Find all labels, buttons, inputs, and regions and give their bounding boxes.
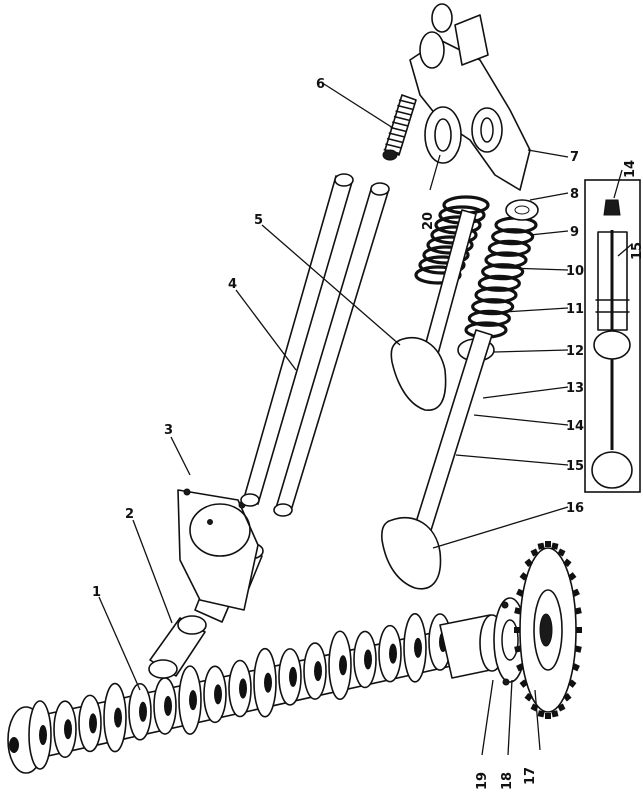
label-19: 19: [475, 772, 490, 790]
valves: [381, 209, 493, 590]
rocker-arms: [409, 3, 531, 191]
label-18: 18: [500, 772, 515, 790]
inset-label-15: 15: [630, 242, 643, 260]
leader-lines: [98, 83, 633, 756]
label-1: 1: [92, 585, 101, 600]
inset-label-14: 14: [623, 160, 638, 178]
label-2: 2: [125, 507, 134, 522]
label-15: 15: [566, 459, 584, 474]
label-16: 16: [566, 501, 584, 516]
label-14: 14: [566, 419, 584, 434]
label-5: 5: [254, 213, 263, 228]
timing-gear: [513, 540, 582, 720]
thrust-flange: [493, 597, 527, 686]
label-13: 13: [566, 381, 584, 396]
valve-inset: [584, 179, 641, 493]
label-20: 20: [421, 212, 436, 230]
label-10: 10: [566, 264, 584, 279]
label-8: 8: [570, 187, 579, 202]
label-3: 3: [164, 423, 173, 438]
tappet-guide: [177, 488, 259, 611]
label-17: 17: [523, 767, 538, 785]
label-4: 4: [228, 277, 237, 292]
label-12: 12: [566, 344, 584, 359]
callout-labels: 1 2 3 4 5 6 7 8 9 10 11 12 13 14 15 16 1…: [92, 77, 643, 790]
label-7: 7: [570, 150, 579, 165]
label-11: 11: [566, 302, 584, 317]
camshaft: [7, 613, 505, 774]
push-rods: [240, 173, 390, 517]
label-6: 6: [316, 77, 325, 92]
adjusting-screw: [382, 94, 417, 161]
label-9: 9: [570, 225, 579, 240]
